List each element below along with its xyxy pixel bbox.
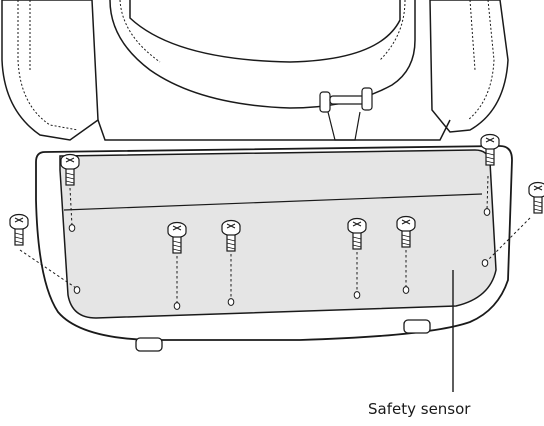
- screw-hole-icon: [402, 286, 410, 294]
- chair-stitching: [17, 0, 495, 131]
- panel-fold-line: [63, 193, 483, 211]
- screw-hole-icon: [481, 259, 489, 267]
- screw-hole-icon: [173, 302, 181, 310]
- screw-guide-lines: [19, 175, 531, 304]
- screw-hole-icon: [68, 224, 76, 232]
- safety-sensor-panel: [59, 149, 497, 319]
- left-armrest: [1, 0, 99, 141]
- screw-icon: [528, 181, 544, 214]
- right-armrest: [429, 0, 509, 133]
- housing-feet: [135, 319, 431, 352]
- screw-hole-icon: [483, 208, 491, 216]
- lower-cushion: [97, 119, 451, 141]
- screw-hole-icon: [227, 298, 235, 306]
- screw-hole-icon: [353, 291, 361, 299]
- screw-hole-icon: [73, 286, 81, 294]
- screw-icon: [9, 213, 29, 246]
- backrest-center: [129, 0, 401, 63]
- safety-sensor-label: Safety sensor: [368, 400, 471, 418]
- center-bracket: [319, 87, 373, 141]
- seat-cushion: [109, 0, 416, 109]
- chair-body: [1, 0, 509, 141]
